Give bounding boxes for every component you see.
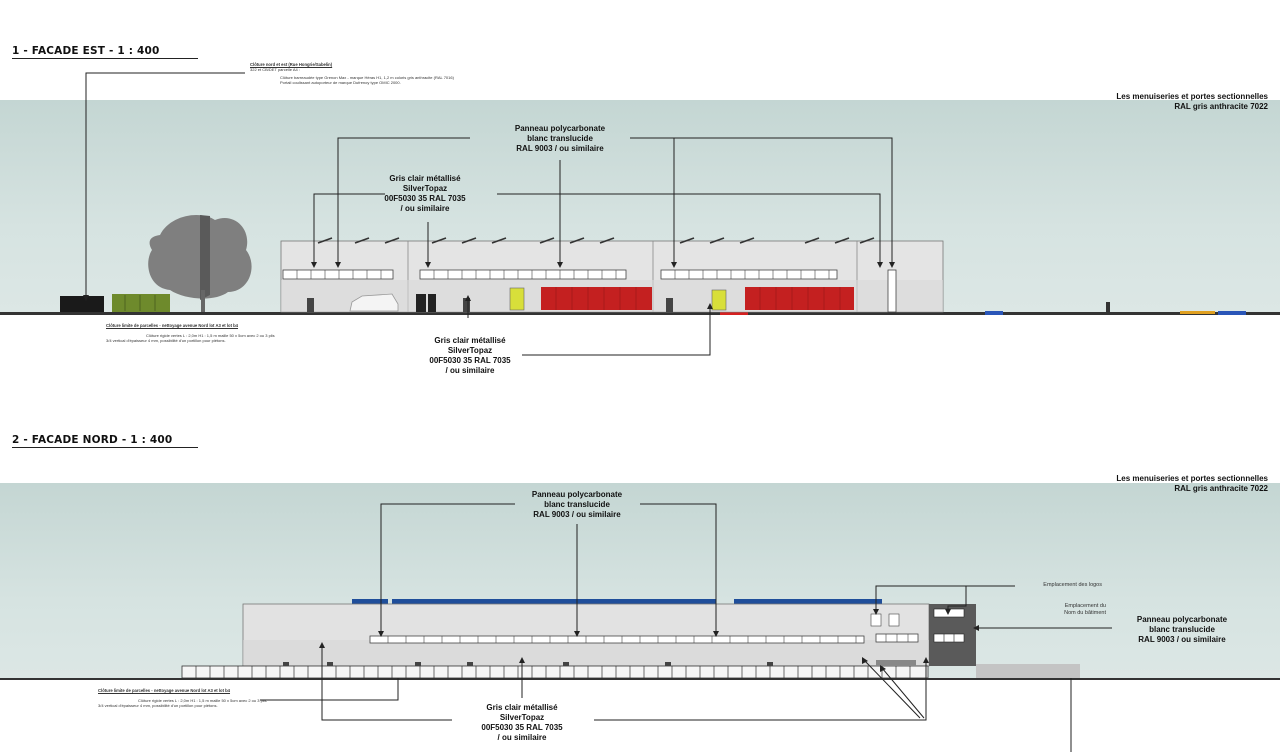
nord-cloture-line2: 3/4 vertical d'épaisseur 4 mm, possibili… [98,703,218,708]
est-window-strips [282,269,897,313]
est-door [307,298,314,312]
tree-icon [148,215,252,299]
nord-ground-line [0,678,1280,680]
est-gris-top-note: Gris clair métallisé SilverTopaz 00F5030… [355,174,495,214]
facade-est-title: 1 - FACADE EST - 1 : 400 [12,45,160,57]
est-menuiseries-line2: RAL gris anthracite 7022 [1174,102,1268,111]
red-trailer [541,287,652,310]
tree-trunk [201,290,205,312]
van-icon [349,293,399,312]
facade-est-title-rule [12,58,198,59]
est-cloture-bottom-line1: Clôture rigide vertes L : 2,0m H1 : 1,5 … [146,333,275,338]
est-panneau-note: Panneau polycarbonate blanc translucide … [470,124,650,154]
nord-cloture-line1: Clôture rigide vertes L : 2,0m H1 : 1,5 … [138,698,267,703]
nord-cloture-heading: Clôture limite de parcelles - nettoyage … [98,688,231,693]
nord-nom-note: Emplacement du Nom du bâtiment [990,603,1106,617]
nord-roof-blue [352,599,388,604]
est-gris-bottom-note: Gris clair métallisé SilverTopaz 00F5030… [400,336,540,376]
nord-panneau-right-note: Panneau polycarbonate blanc translucide … [1112,615,1252,645]
est-gris-top-line1: Gris clair métallisé [389,174,461,183]
est-cloture-note: Clôture nord et est (Rue Hongrie/Sabelin… [250,62,454,85]
nord-panneau-note: Panneau polycarbonate blanc translucide … [487,490,667,520]
est-menuiseries-note: Les menuiseries et portes sectionnelles … [1040,92,1268,112]
est-panneau-line1: Panneau polycarbonate [514,124,606,133]
est-gris-top-line4: / ou similaire [400,204,450,213]
nord-leader-lines [260,503,1112,752]
nord-panneau-line2: blanc translucide [544,500,610,509]
est-ground-blue-mark-2 [1218,311,1246,315]
nord-nom-line2: Nom du bâtiment [1064,610,1106,616]
logo-placeholder-2 [888,613,900,627]
est-cloture-bottom-line2: 3/4 vertical d'épaisseur 4 mm, possibili… [106,338,226,343]
est-gris-bottom-line2: SilverTopaz [447,346,493,355]
nord-gris-note: Gris clair métallisé SilverTopaz 00F5030… [452,703,592,743]
nord-gris-line1: Gris clair métallisé [486,703,558,712]
nord-logos-note: Emplacement des logos [1043,582,1102,588]
nord-panneau-right-line3: RAL 9003 / ou similaire [1138,635,1226,644]
black-container [60,296,104,312]
truck-cab-icon [509,287,525,311]
est-menuiseries-line1: Les menuiseries et portes sectionnelles [1116,92,1268,101]
est-ground-yellow-mark [1180,311,1215,314]
nord-menuiseries-line2: RAL gris anthracite 7022 [1174,484,1268,493]
nord-nom-line1: Emplacement du [1064,603,1106,609]
truck-cab-icon-2 [711,289,727,311]
est-cloture-bottom-note: Clôture limite de parcelles - nettoyage … [106,323,275,343]
est-panneau-line2: blanc translucide [527,134,593,143]
nord-menuiseries-note: Les menuiseries et portes sectionnelles … [1040,474,1268,494]
est-cloture-line2: Portail coulissant autoporteur de marque… [280,80,401,85]
est-elevation [0,72,1280,356]
est-door-dark [416,294,426,312]
tree-shadow [200,215,210,300]
est-cloture-bottom-heading: Clôture limite de parcelles - nettoyage … [106,323,239,328]
nord-panneau-line3: RAL 9003 / ou similaire [533,510,621,519]
est-gris-bottom-line1: Gris clair métallisé [434,336,506,345]
facade-nord-title-rule [12,447,198,448]
est-cloture-heading: Clôture nord et est (Rue Hongrie/Sabelin… [250,62,333,67]
est-cloture-line1: Clôture barreaudée type Grenon Max - mar… [280,75,454,80]
est-cloture-sub: 322 et CB/DET parcelle A4 : [250,67,300,72]
nord-fence [181,665,929,679]
est-ground-red-mark [720,311,748,315]
nord-gris-line2: SilverTopaz [499,713,545,722]
nord-window-strip [369,635,865,644]
nord-panneau-right-line2: blanc translucide [1149,625,1215,634]
nord-gris-line3: 00F5030 35 RAL 7035 [481,723,563,732]
logo-placeholder [870,613,882,627]
green-container [112,294,170,312]
est-gris-bottom-line4: / ou similaire [445,366,495,375]
est-gris-top-line2: SilverTopaz [402,184,448,193]
est-ground-blue-mark [985,311,1003,315]
nord-gris-line4: / ou similaire [497,733,547,742]
est-gris-top-line3: 00F5030 35 RAL 7035 [384,194,466,203]
nord-side-annex [976,664,1080,678]
facade-nord-title: 2 - FACADE NORD - 1 : 400 [12,434,173,446]
red-trailer-2 [745,287,854,310]
est-gris-bottom-line3: 00F5030 35 RAL 7035 [429,356,511,365]
nord-panneau-line1: Panneau polycarbonate [531,490,623,499]
est-panneau-line3: RAL 9003 / ou similaire [516,144,604,153]
nord-elevation [0,503,1280,752]
nord-menuiseries-line1: Les menuiseries et portes sectionnelles [1116,474,1268,483]
nord-cloture-note: Clôture limite de parcelles - nettoyage … [98,688,267,708]
nord-panneau-right-line1: Panneau polycarbonate [1136,615,1228,624]
est-ground-line [0,312,1280,315]
est-leader-lines [85,72,893,356]
